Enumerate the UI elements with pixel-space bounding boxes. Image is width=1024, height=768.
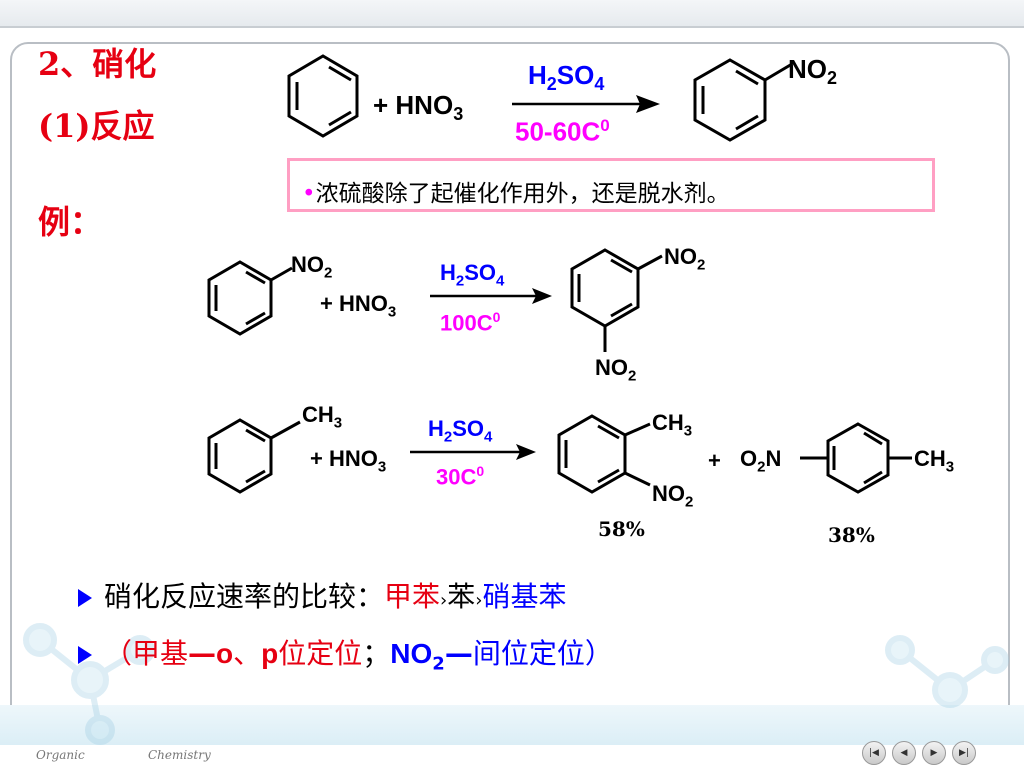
m-dinitrobenzene-ring: [570, 248, 663, 352]
ortho-yield: 58%: [598, 517, 645, 541]
para-product-nitro: O2N: [740, 446, 782, 476]
reaction1-arrowhead: [636, 95, 660, 113]
previous-slide-button[interactable]: ◀: [892, 741, 916, 765]
reaction2-product-bottom-group: NO2: [595, 355, 637, 385]
benzene-ring: [287, 54, 359, 138]
p-nitrotoluene-ring: [800, 422, 912, 494]
slide-title-line1: 2、硝化: [38, 45, 157, 83]
slide-title-line2: (1)反应: [38, 107, 155, 145]
para-product-methyl: CH3: [914, 446, 955, 476]
slide-title-line3: 例：: [38, 203, 103, 241]
para-yield: 38%: [828, 523, 875, 547]
products-plus: +: [708, 448, 721, 473]
note-text: •浓硫酸除了起催化作用外，还是脱水剂。: [302, 181, 730, 207]
footer-organic: Organic: [36, 748, 85, 762]
reaction1-condition-catalyst: H2SO4: [528, 60, 605, 95]
bullet-directing-effects: （甲基—o、p位定位；NO2—间位定位）: [78, 640, 613, 674]
reaction2-arrowhead: [532, 288, 552, 304]
reaction2-condition-catalyst: H2SO4: [440, 260, 505, 290]
footer-band: [0, 705, 1024, 745]
first-slide-button[interactable]: |◀: [862, 741, 886, 765]
reaction3-reagent: + HNO3: [310, 446, 387, 476]
reaction2-substituent: NO2: [291, 252, 333, 282]
reaction3-condition-catalyst: H2SO4: [428, 416, 493, 446]
last-slide-button[interactable]: ▶|: [952, 741, 976, 765]
slide-frame: [10, 42, 1010, 736]
o-nitrotoluene-ring: [557, 414, 651, 494]
ortho-product-methyl: CH3: [652, 410, 693, 440]
ortho-product-nitro: NO2: [652, 481, 694, 511]
nitrobenzene-ring: [693, 58, 793, 142]
footer-chemistry: Chemistry: [148, 748, 211, 762]
next-slide-button[interactable]: ▶: [922, 741, 946, 765]
reaction1-condition-temperature: 50-60C0: [515, 116, 610, 147]
reaction1-reagent: + HNO3: [373, 90, 464, 125]
reaction2-reactant-ring: [207, 260, 293, 336]
reaction2-product-top-group: NO2: [664, 244, 706, 274]
top-band: [0, 0, 1024, 26]
note-box: •浓硫酸除了起催化作用外，还是脱水剂。: [287, 158, 935, 212]
slide-navigation: |◀ ◀ ▶ ▶|: [862, 741, 976, 765]
reaction2-condition-temperature: 100C0: [440, 309, 501, 336]
reaction3-condition-temperature: 30C0: [436, 463, 485, 490]
toluene-ring: [207, 418, 301, 494]
reaction1-product-group: NO2: [788, 54, 838, 89]
bullet-arrow-icon: [78, 589, 92, 607]
reaction3-substituent: CH3: [302, 402, 343, 432]
reaction3-arrowhead: [516, 444, 536, 460]
reaction2-reagent: + HNO3: [320, 291, 397, 321]
bullet-rate-comparison: 硝化反应速率的比较：甲苯›苯›硝基苯: [78, 583, 566, 611]
bullet-arrow-icon: [78, 646, 92, 664]
top-divider: [0, 26, 1024, 28]
